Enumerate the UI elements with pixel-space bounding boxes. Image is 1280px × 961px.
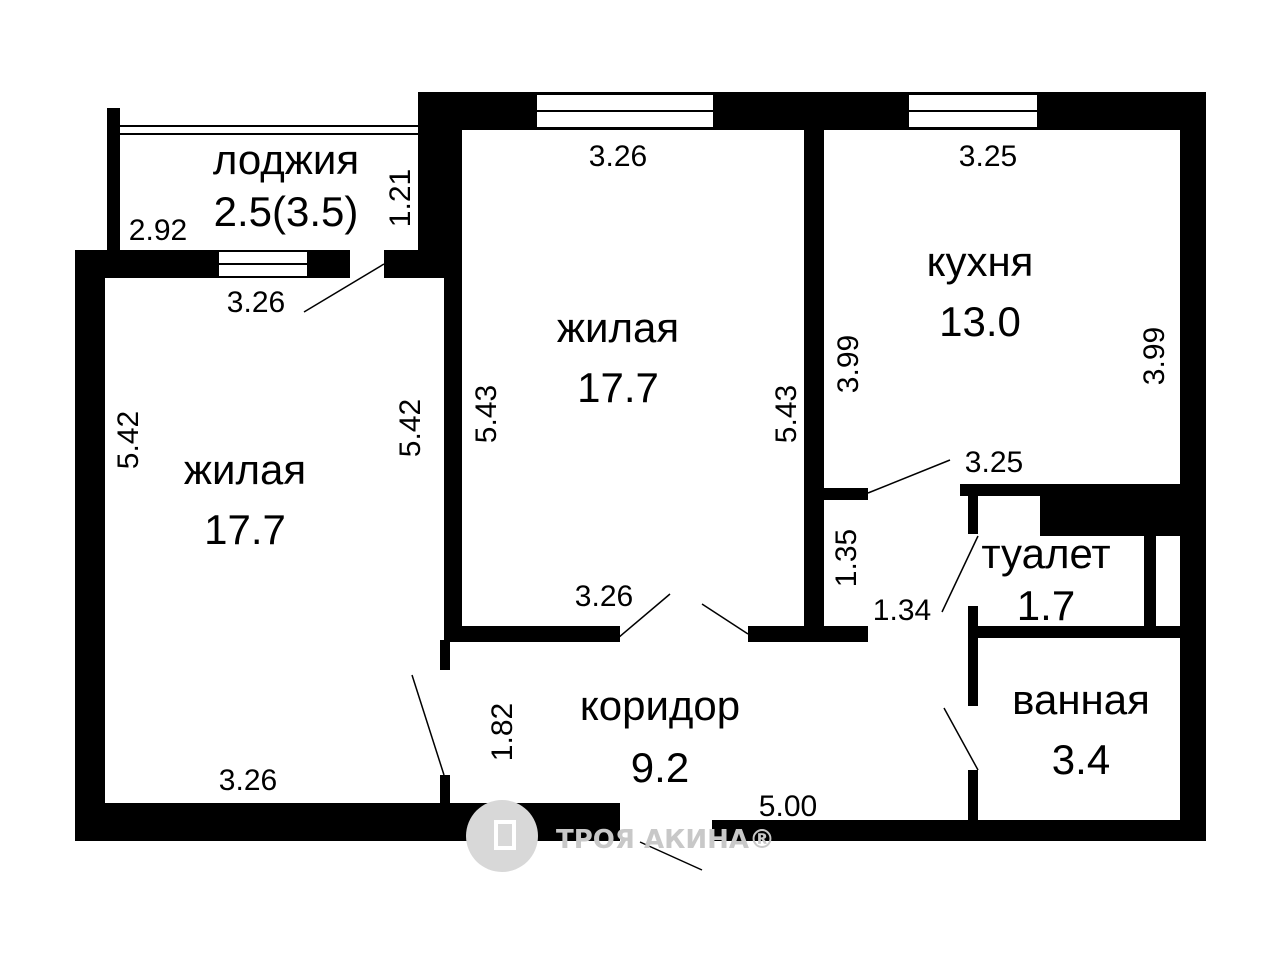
bathroom-name: ванная — [1012, 676, 1150, 723]
dim-corridor-height: 1.82 — [486, 703, 519, 761]
dim-hall-small-height: 1.35 — [830, 529, 863, 587]
dim-living2-bottom: 3.26 — [575, 580, 633, 613]
living1-name: жилая — [184, 446, 306, 493]
dim-living1-right: 5.42 — [394, 399, 427, 457]
watermark: ТРОЯ АКИНА® — [466, 800, 775, 872]
dim-corridor-width: 5.00 — [759, 790, 817, 823]
bathroom-area: 3.4 — [1052, 736, 1110, 783]
dim-living2-right: 5.43 — [770, 385, 803, 443]
dim-kitchen-bottom: 3.25 — [965, 446, 1023, 479]
toilet-area: 1.7 — [1017, 582, 1075, 629]
toilet-name: туалет — [981, 530, 1110, 577]
dim-kitchen-top: 3.25 — [959, 140, 1017, 173]
corridor-area: 9.2 — [631, 744, 689, 791]
living2-area: 17.7 — [577, 364, 659, 411]
loggia-railing — [120, 125, 418, 135]
living1-area: 17.7 — [204, 506, 286, 553]
dim-kitchen-left: 3.99 — [832, 335, 865, 393]
dim-living1-bottom: 3.26 — [219, 764, 277, 797]
windows — [217, 93, 1039, 278]
kitchen-name: кухня — [927, 238, 1034, 285]
room-labels: лоджия 2.5(3.5) жилая 17.7 жилая 17.7 ку… — [184, 136, 1150, 791]
living2-name: жилая — [557, 304, 679, 351]
corridor-name: коридор — [580, 682, 740, 729]
dim-kitchen-right: 3.99 — [1138, 327, 1171, 385]
dim-loggia-depth: 1.21 — [384, 169, 417, 227]
dim-living2-top: 3.26 — [589, 140, 647, 173]
dim-loggia-width: 2.92 — [129, 214, 187, 247]
building-logo-icon — [466, 800, 538, 872]
dim-hall-small-width: 1.34 — [873, 594, 931, 627]
dim-living1-left: 5.42 — [112, 411, 145, 469]
loggia-area: 2.5(3.5) — [214, 188, 359, 235]
dimension-labels: 2.92 1.21 3.26 5.42 5.42 3.26 3.26 5.43 … — [112, 140, 1171, 823]
door-swings — [303, 263, 979, 871]
dim-living2-left: 5.43 — [470, 385, 503, 443]
dim-living1-top: 3.26 — [227, 286, 285, 319]
kitchen-area: 13.0 — [939, 298, 1021, 345]
loggia-name: лоджия — [213, 136, 359, 183]
walls — [75, 92, 1206, 841]
watermark-text: ТРОЯ АКИНА® — [556, 825, 775, 855]
